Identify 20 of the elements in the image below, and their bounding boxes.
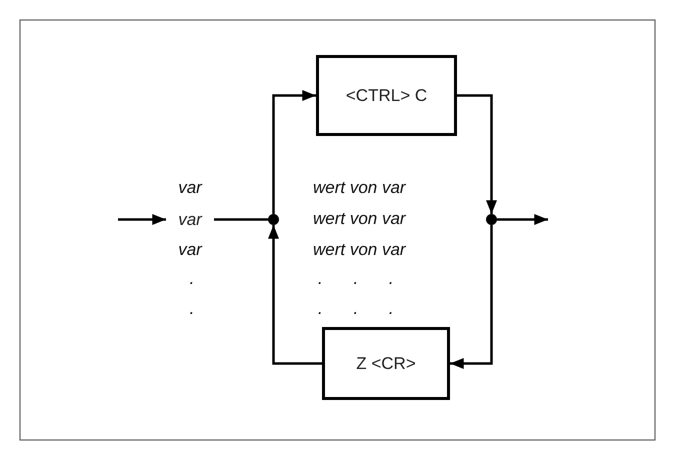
junction-dot [268,214,279,225]
text-label: wert von var [313,241,406,258]
ellipsis-dots: . . . [318,270,394,287]
connector-arrow [457,94,497,214]
text-label: wert von var [313,210,406,227]
variable-label: var [166,208,214,230]
connector-arrow [118,214,166,225]
connector-arrow [497,214,548,225]
ellipsis-dots: . . . [318,300,394,317]
process-box: Z <CR> [322,327,450,400]
connector-arrow [450,225,493,369]
text-label: var [178,241,202,258]
junction-dot [486,214,497,225]
ellipsis-dots: . [190,300,194,317]
ellipsis-dots: . [190,270,194,287]
text-label: var [178,179,202,196]
text-label: wert von var [313,179,406,196]
connector-arrow [272,90,316,214]
process-box: <CTRL> C [316,55,457,136]
connector-arrow [268,225,322,365]
